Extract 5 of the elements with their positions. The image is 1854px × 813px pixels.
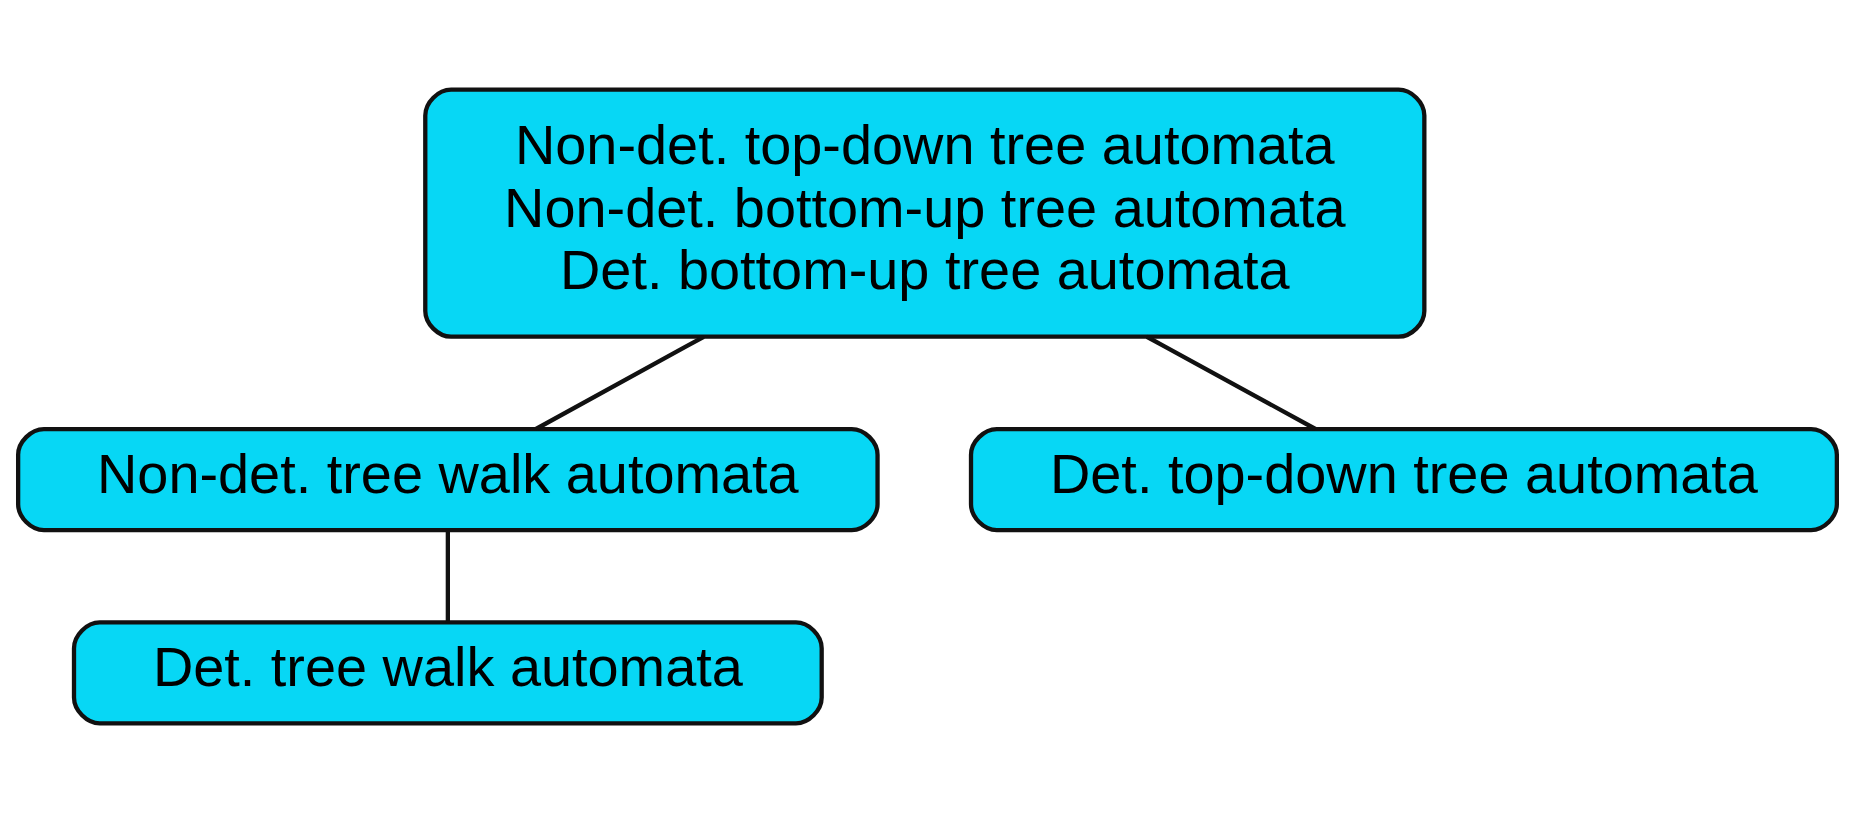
connector — [445, 530, 450, 623]
node-box: Det. top-down tree automata — [968, 426, 1839, 533]
node-box: Non-det. tree walk automata — [15, 426, 880, 533]
node-box: Det. tree walk automata — [71, 620, 824, 726]
node-box: Non-det. top-down tree automata Non-det. bottom-up tree automata Det. bottom-up tree automata — [422, 87, 1426, 339]
